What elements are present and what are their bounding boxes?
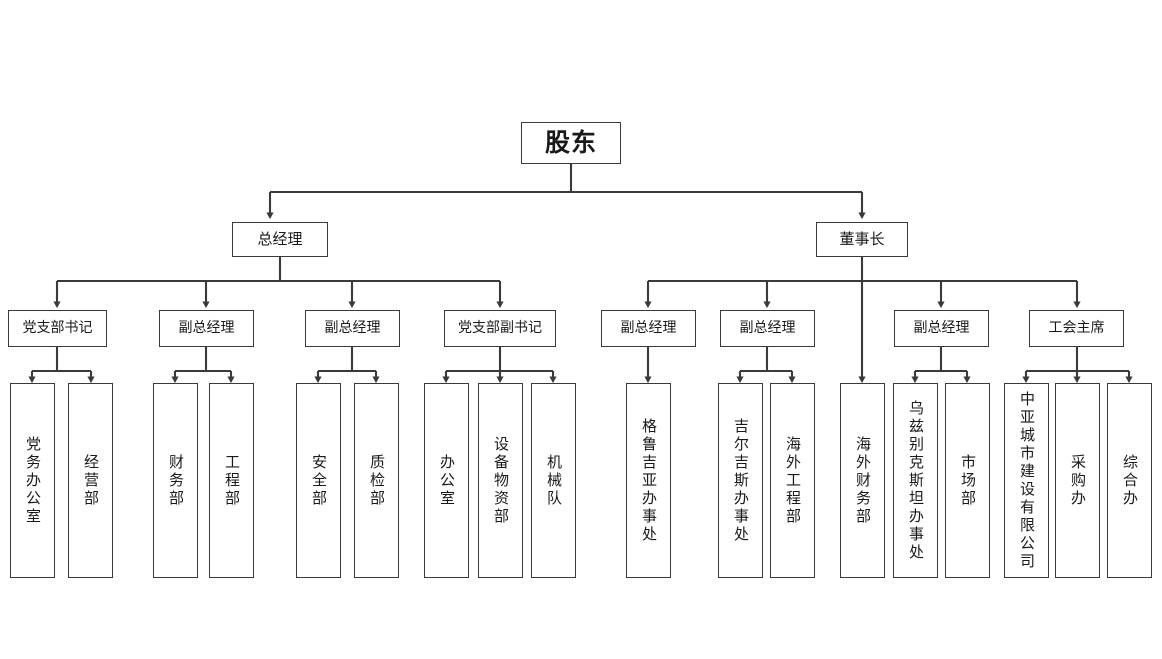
node-equipment-materials-dept[interactable]: 设备物资部 [478,383,523,578]
node-kyrgyzstan-office[interactable]: 吉尔吉斯办事处 [718,383,763,578]
node-label: 副总经理 [739,320,796,337]
node-deputy-gm-3[interactable]: 副总经理 [601,310,696,347]
node-marketing-dept[interactable]: 市场部 [945,383,990,578]
node-shareholders[interactable]: 股东 [521,122,621,164]
node-label: 乌兹别克斯坦办事处 [907,399,925,562]
node-label: 财务部 [167,453,185,508]
node-chairman[interactable]: 董事长 [816,222,908,257]
node-deputy-gm-1[interactable]: 副总经理 [159,310,254,347]
node-general-manager[interactable]: 总经理 [232,222,328,257]
node-party-branch-secretary[interactable]: 党支部书记 [8,310,107,347]
node-uzbekistan-office[interactable]: 乌兹别克斯坦办事处 [893,383,938,578]
node-safety-dept[interactable]: 安全部 [296,383,341,578]
node-deputy-party-secretary[interactable]: 党支部副书记 [444,310,556,347]
node-office[interactable]: 办公室 [424,383,469,578]
node-label: 工会主席 [1048,320,1105,337]
node-label: 经营部 [82,453,100,508]
node-label: 董事长 [839,229,885,248]
node-label: 党务办公室 [24,435,42,526]
node-label: 副总经理 [913,320,970,337]
node-deputy-gm-5[interactable]: 副总经理 [894,310,989,347]
node-machinery-team[interactable]: 机械队 [531,383,576,578]
node-label: 党支部副书记 [458,320,542,337]
node-label: 海外财务部 [854,435,872,526]
node-operations-dept[interactable]: 经营部 [68,383,113,578]
node-label: 格鲁吉亚办事处 [640,417,658,544]
node-label: 安全部 [310,453,328,508]
node-deputy-gm-2[interactable]: 副总经理 [305,310,400,347]
node-union-chairman[interactable]: 工会主席 [1029,310,1124,347]
node-label: 市场部 [959,453,977,508]
node-general-affairs-office[interactable]: 综合办 [1107,383,1152,578]
node-label: 海外工程部 [784,435,802,526]
node-label: 综合办 [1121,453,1139,508]
node-label: 吉尔吉斯办事处 [732,417,750,544]
node-overseas-engineering-dept[interactable]: 海外工程部 [770,383,815,578]
node-label: 总经理 [257,229,303,248]
node-label: 机械队 [545,453,563,508]
node-label: 副总经理 [178,320,235,337]
node-georgia-office[interactable]: 格鲁吉亚办事处 [626,383,671,578]
node-label: 股东 [544,128,597,158]
node-label: 副总经理 [620,320,677,337]
node-overseas-finance-dept[interactable]: 海外财务部 [840,383,885,578]
node-central-asia-urban-construction-co[interactable]: 中亚城市建设有限公司 [1004,383,1049,578]
node-label: 中亚城市建设有限公司 [1018,390,1036,571]
node-finance-dept[interactable]: 财务部 [153,383,198,578]
node-engineering-dept[interactable]: 工程部 [209,383,254,578]
node-procurement-office[interactable]: 采购办 [1055,383,1100,578]
node-label: 设备物资部 [492,435,510,526]
node-label: 副总经理 [324,320,381,337]
node-label: 质检部 [368,453,386,508]
node-label: 采购办 [1069,453,1087,508]
node-label: 工程部 [223,453,241,508]
node-quality-inspection-dept[interactable]: 质检部 [354,383,399,578]
node-party-affairs-office[interactable]: 党务办公室 [10,383,55,578]
node-deputy-gm-4[interactable]: 副总经理 [720,310,815,347]
node-label: 党支部书记 [22,320,93,337]
node-label: 办公室 [438,453,456,508]
